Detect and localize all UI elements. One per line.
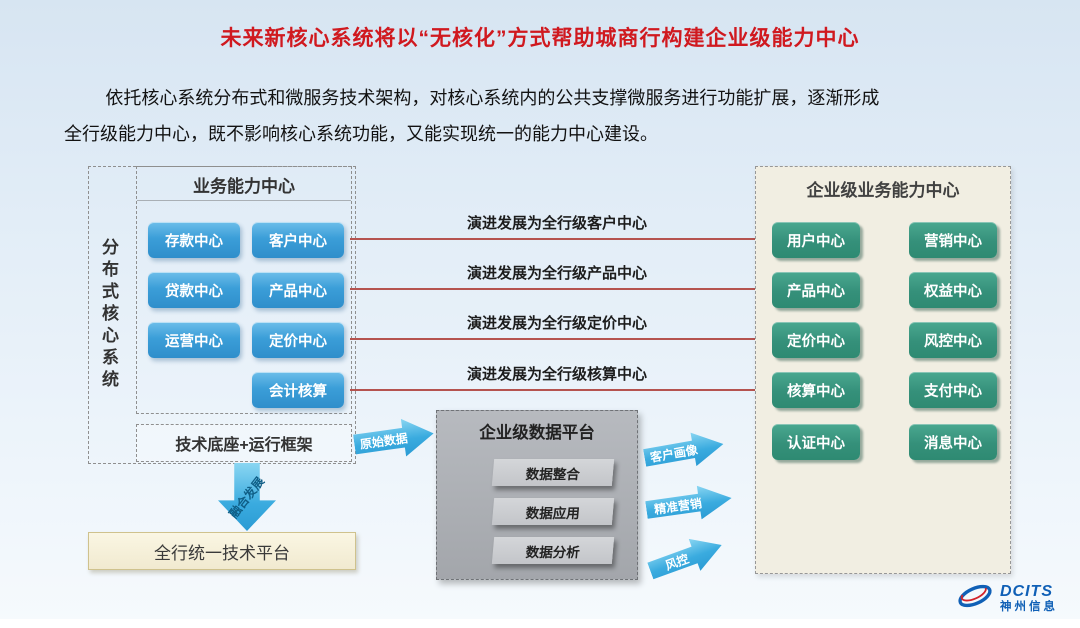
dcits-logo-icon bbox=[956, 580, 994, 617]
raw-data-arrow-label: 原始数据 bbox=[359, 430, 409, 452]
center-message: 消息中心 bbox=[909, 424, 997, 460]
evolution-label-pricing: 演进发展为全行级定价中心 bbox=[466, 315, 647, 332]
raw-data-arrow-icon: 原始数据 bbox=[352, 415, 437, 464]
data-platform-title: 企业级数据平台 bbox=[479, 424, 595, 442]
intro-paragraph: 依托核心系统分布式和微服务技术架构，对核心系统内的公共支撑微服务进行功能扩展，逐… bbox=[64, 80, 1044, 152]
page-title: 未来新核心系统将以“无核化”方式帮助城商行构建企业级能力中心 bbox=[220, 27, 860, 50]
evolution-arrow-customer-icon bbox=[350, 234, 772, 244]
bottom-margin bbox=[0, 619, 1080, 628]
evolution-arrow-product-icon bbox=[350, 284, 772, 294]
enterprise-data-platform-box: 企业级数据平台 数据整合 数据应用 数据分析 bbox=[436, 410, 638, 580]
output-arrow-risk-control-label: 风控 bbox=[663, 551, 691, 573]
data-item-analysis: 数据分析 bbox=[491, 537, 615, 564]
dcits-brand-text: DCITS bbox=[1000, 583, 1053, 601]
business-capability-divider bbox=[137, 200, 351, 201]
output-arrow-precision-marketing-icon: 精准营销 bbox=[644, 481, 734, 527]
merge-arrow-label: 融合发展 bbox=[226, 474, 267, 521]
center-pricing-enterprise: 定价中心 bbox=[772, 322, 860, 358]
output-arrow-precision-marketing-label: 精准营销 bbox=[653, 495, 703, 517]
dcits-logo-text: DCITS 神州信息 bbox=[1000, 583, 1058, 613]
center-operation: 运营中心 bbox=[148, 322, 240, 358]
tech-base-box: 技术底座+运行框架 bbox=[136, 424, 352, 462]
center-authentication: 认证中心 bbox=[772, 424, 860, 460]
center-marketing: 营销中心 bbox=[909, 222, 997, 258]
distributed-core-vertical-label: 分布式核心系统 bbox=[99, 238, 118, 392]
center-loan: 贷款中心 bbox=[148, 272, 240, 308]
dcits-company-name: 神州信息 bbox=[1000, 600, 1058, 613]
business-capability-title: 业务能力中心 bbox=[193, 177, 295, 196]
center-user: 用户中心 bbox=[772, 222, 860, 258]
output-arrow-customer-profile-label: 客户画像 bbox=[648, 442, 699, 465]
center-product: 产品中心 bbox=[252, 272, 344, 308]
enterprise-capability-title: 企业级业务能力中心 bbox=[806, 181, 960, 200]
intro-line-2: 全行级能力中心，既不影响核心系统功能，又能实现统一的能力中心建设。 bbox=[64, 124, 658, 144]
center-deposit: 存款中心 bbox=[148, 222, 240, 258]
center-risk-control: 风控中心 bbox=[909, 322, 997, 358]
evolution-label-accounting: 演进发展为全行级核算中心 bbox=[466, 366, 647, 383]
center-accounting: 会计核算 bbox=[252, 372, 344, 408]
data-item-integration: 数据整合 bbox=[491, 459, 615, 486]
evolution-label-customer: 演进发展为全行级客户中心 bbox=[466, 215, 647, 232]
center-customer: 客户中心 bbox=[252, 222, 344, 258]
center-accounting-enterprise: 核算中心 bbox=[772, 372, 860, 408]
evolution-arrow-accounting-icon bbox=[350, 385, 772, 395]
evolution-label-product: 演进发展为全行级产品中心 bbox=[466, 265, 647, 282]
dcits-logo: DCITS 神州信息 bbox=[956, 580, 1058, 617]
center-rights: 权益中心 bbox=[909, 272, 997, 308]
center-product-enterprise: 产品中心 bbox=[772, 272, 860, 308]
center-payment: 支付中心 bbox=[909, 372, 997, 408]
intro-line-1: 依托核心系统分布式和微服务技术架构，对核心系统内的公共支撑微服务进行功能扩展，逐… bbox=[105, 88, 880, 108]
data-item-application: 数据应用 bbox=[491, 498, 615, 525]
output-arrow-customer-profile-icon: 客户画像 bbox=[642, 427, 727, 474]
unified-tech-platform-box: 全行统一技术平台 bbox=[88, 532, 356, 570]
center-pricing: 定价中心 bbox=[252, 322, 344, 358]
business-capability-box bbox=[136, 166, 352, 414]
output-arrow-risk-control-icon: 风控 bbox=[644, 529, 727, 587]
evolution-arrow-pricing-icon bbox=[350, 334, 772, 344]
